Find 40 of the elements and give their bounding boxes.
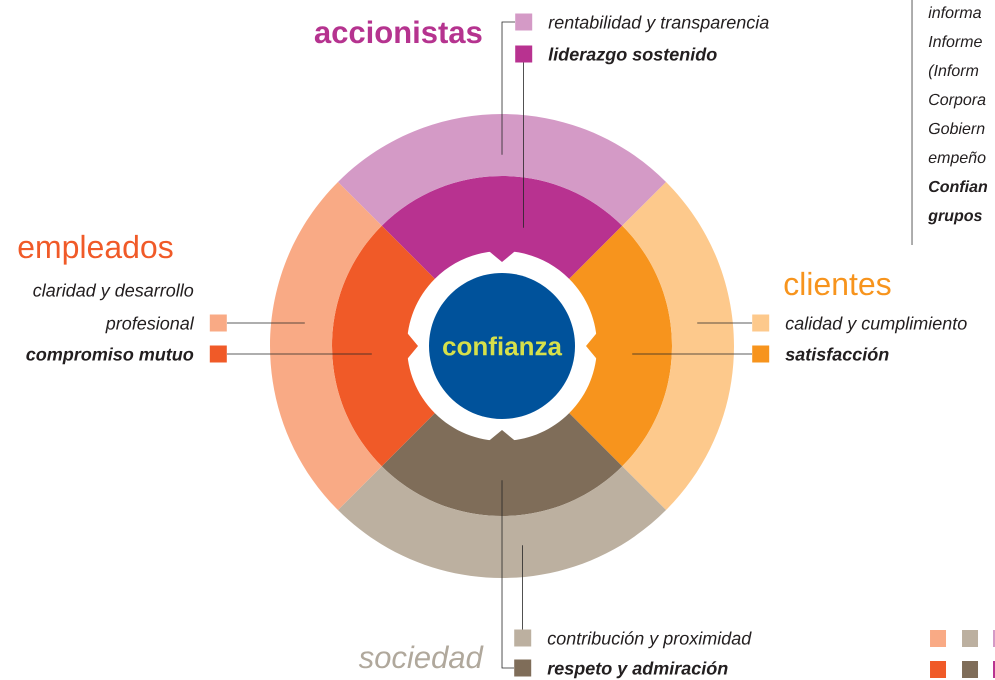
legend-item: contribución y proximidad [514, 630, 752, 648]
body-text: Confian [929, 180, 988, 192]
heading: accionistas [314, 20, 482, 44]
ring-segment [622, 182, 734, 510]
heading: clientes [784, 272, 891, 296]
node-label: liderazgo sostenido [548, 47, 717, 64]
node-label: compromiso mutuo [26, 347, 194, 364]
body-text: empeño [928, 152, 986, 166]
body-text: grupos [928, 212, 982, 224]
node-label: respeto y admiración [548, 661, 728, 678]
body-text: Informe [928, 35, 982, 48]
leader-line [696, 322, 752, 324]
leader-line [502, 480, 514, 668]
legend-item: rentabilidad y transparencia [515, 14, 769, 32]
ring-segment [569, 226, 672, 466]
node-label: calidad y cumplimiento [786, 316, 967, 334]
legend-item: compromiso mutuo [26, 346, 227, 364]
legend-item: satisfacción [752, 346, 888, 362]
node-label: contribución y proximidad [548, 631, 752, 648]
ring-segment [338, 466, 666, 578]
heading: sociedad [358, 646, 484, 668]
leader-line [522, 544, 523, 630]
ring-segment [382, 176, 622, 279]
leader-line [502, 22, 516, 156]
ring-segment [270, 182, 382, 510]
body-text: (Inform [928, 64, 978, 80]
ring-segment [338, 114, 666, 226]
leader-line [523, 62, 524, 228]
heading: empleados [18, 234, 173, 265]
body-text: Gobiern [929, 122, 984, 134]
body-text: informa [928, 6, 981, 18]
legend-item: calidad y cumplimiento [752, 314, 967, 334]
ring-segment [332, 226, 435, 466]
node-label: rentabilidad y transparencia [548, 15, 769, 32]
body-text: Corpora [929, 94, 986, 108]
node-label: satisfacción [785, 347, 888, 361]
legend-item: respeto y admiración [514, 660, 728, 678]
ring-segment [382, 413, 622, 516]
leader-line [226, 322, 306, 324]
legend-item: liderazgo sostenido [515, 46, 717, 64]
